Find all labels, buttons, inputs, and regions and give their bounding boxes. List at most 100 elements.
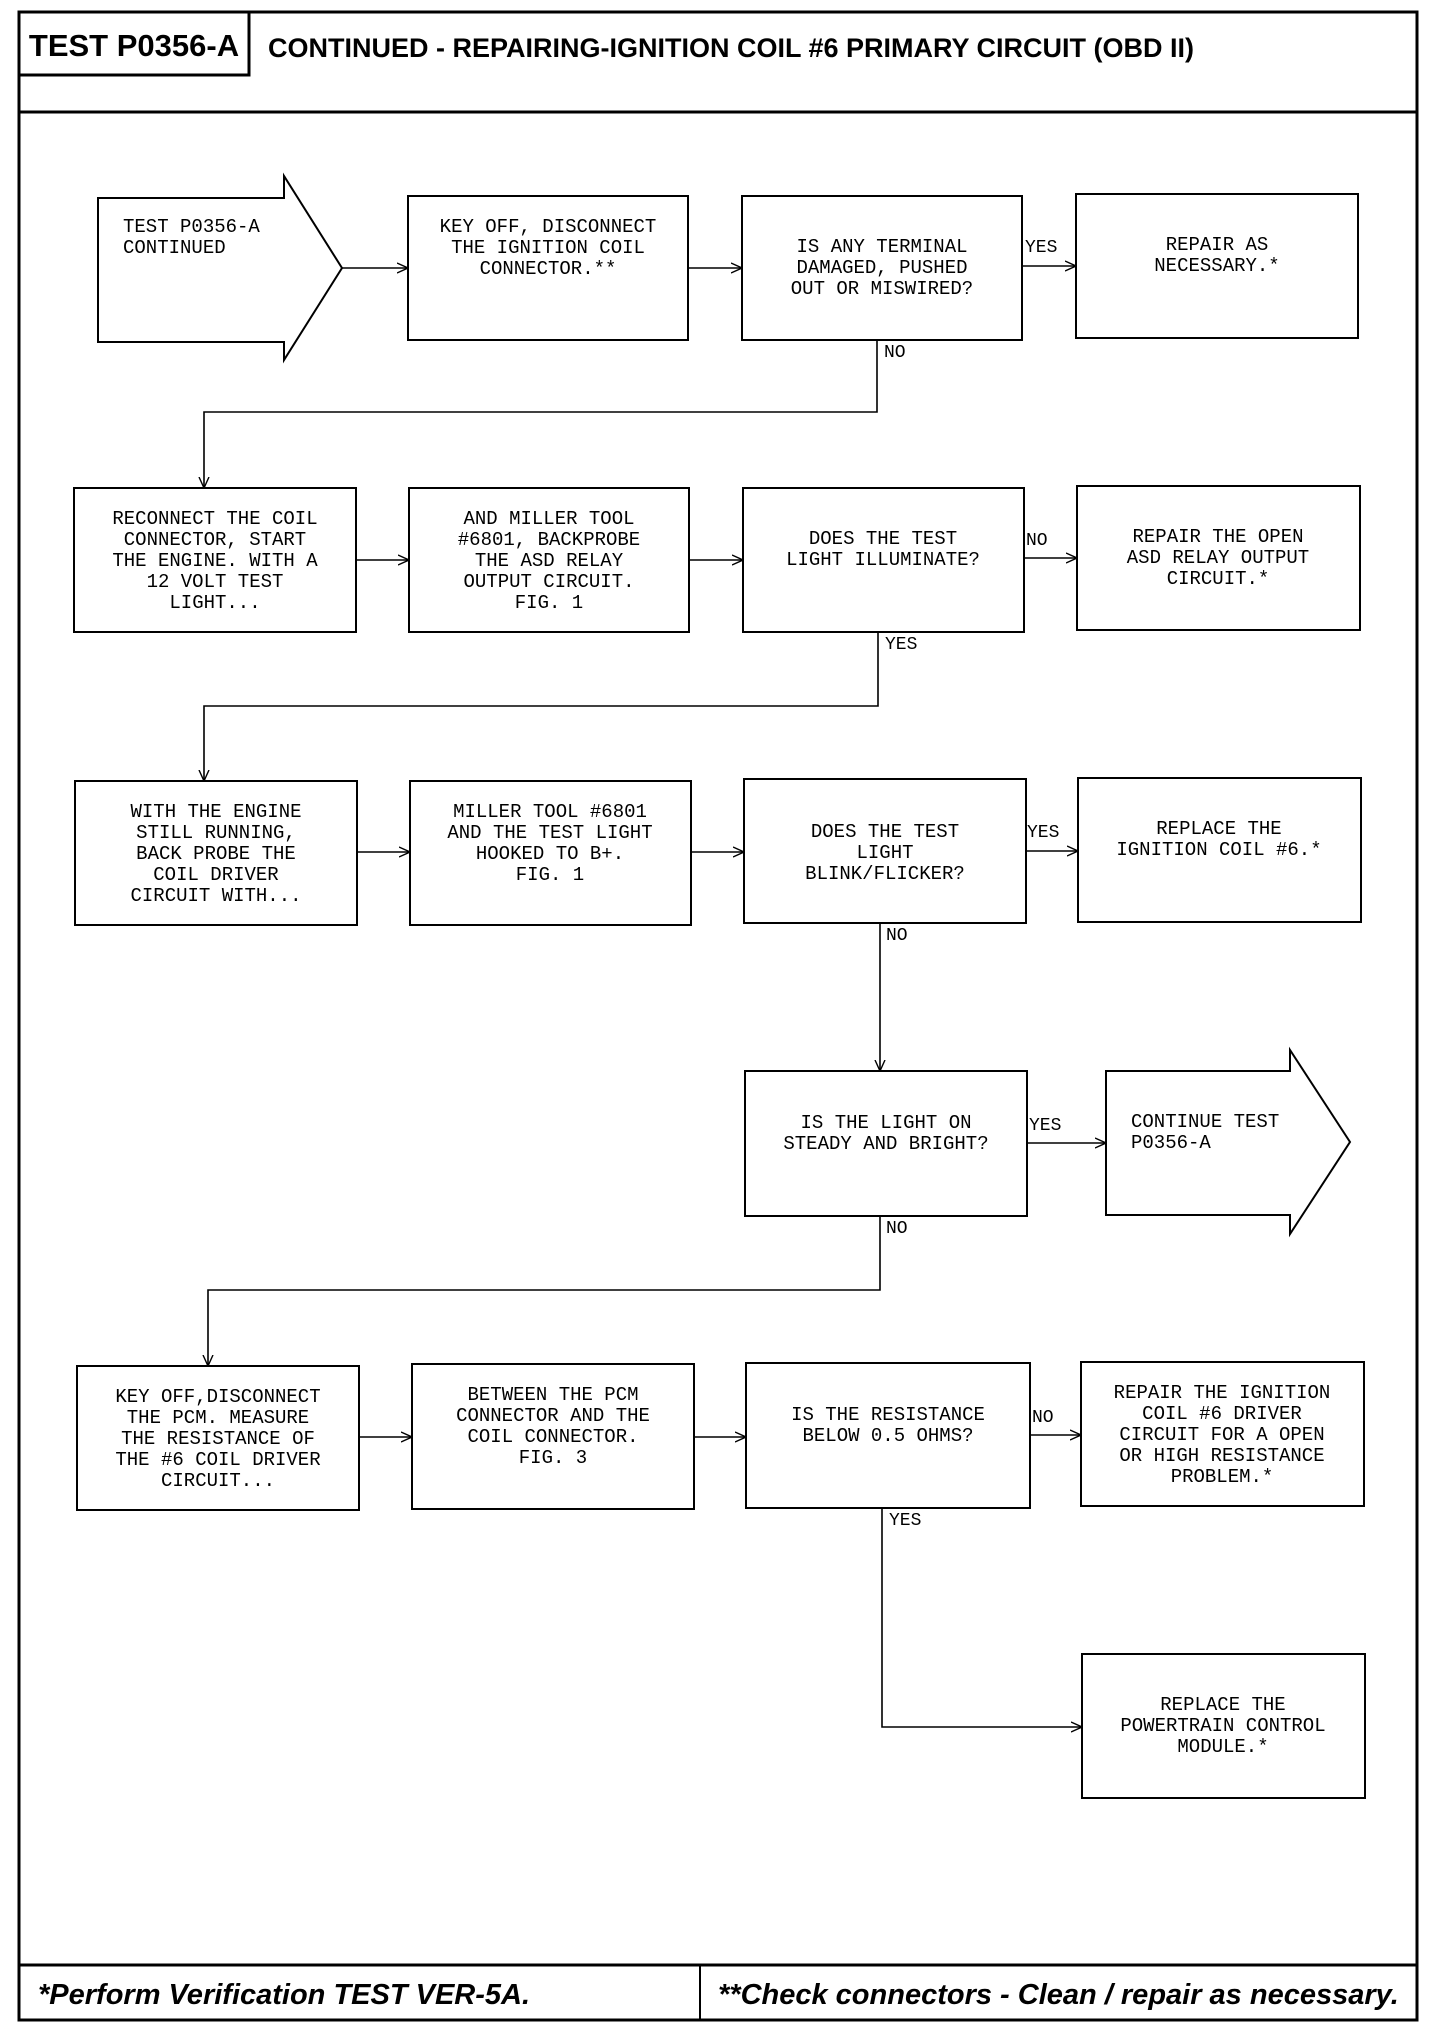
box-text-line: HOOKED TO B+. (476, 843, 624, 865)
box-text-line: OUTPUT CIRCUIT. (463, 571, 634, 593)
box-text-line: IS ANY TERMINAL (796, 236, 967, 258)
box-text-line: DAMAGED, PUSHED (796, 257, 967, 279)
box-text-line: DOES THE TEST (809, 528, 957, 550)
box-text-line: THE PCM. MEASURE (127, 1407, 309, 1429)
test-id-box (17, 10, 251, 77)
box-text-line: THE ASD RELAY (475, 550, 624, 572)
box-text-line: STILL RUNNING, (136, 822, 296, 844)
box-text-line: THE RESISTANCE OF (121, 1428, 315, 1450)
box-text-line: OUT OR MISWIRED? (791, 278, 973, 300)
engine-running-backprobe-box (74, 780, 358, 926)
continue-test-arrow-shape (1105, 1046, 1352, 1238)
miller-tool-b-plus-box (409, 780, 692, 926)
edge-steady-no (208, 1216, 881, 1366)
box-text-line: IS THE LIGHT ON (800, 1112, 971, 1134)
box-text-line: AND THE TEST LIGHT (447, 822, 652, 844)
box-text-line: THE IGNITION COIL (451, 237, 645, 259)
box-text-line: BETWEEN THE PCM (467, 1384, 638, 1406)
edge-label-terminal-no: NO (884, 343, 906, 363)
box-text-line: LIGHT (856, 842, 913, 864)
box-text-line: P0356-A (1131, 1132, 1211, 1154)
box-text-line: MODULE.* (1177, 1736, 1268, 1758)
edge-label-blink-yes: YES (1027, 823, 1059, 843)
box-text-line: IS THE RESISTANCE (791, 1404, 985, 1426)
box-text-line: KEY OFF,DISCONNECT (115, 1386, 320, 1408)
replace-pcm-box (1081, 1653, 1366, 1799)
box-text-line: REPAIR THE OPEN (1132, 526, 1303, 548)
box-text-line: COIL CONNECTOR. (467, 1426, 638, 1448)
terminal-damaged-box (741, 195, 1023, 341)
box-text-line: REPAIR AS (1166, 234, 1269, 256)
resistance-below-box (745, 1362, 1031, 1509)
box-text-line: TEST P0356-A (123, 216, 260, 238)
edge-label-resistance-no: NO (1032, 1408, 1054, 1428)
start-arrow-shape (97, 172, 344, 364)
box-text-line: THE #6 COIL DRIVER (115, 1449, 320, 1471)
edge-label-blink-no: NO (886, 926, 908, 946)
box-text-line: POWERTRAIN CONTROL (1120, 1715, 1325, 1737)
reconnect-coil-box (73, 487, 357, 633)
edge-terminal-no (204, 340, 878, 488)
box-text-line: ASD RELAY OUTPUT (1127, 547, 1309, 569)
box-text-line: REPLACE THE (1156, 818, 1281, 840)
box-text-line: LIGHT ILLUMINATE? (786, 549, 980, 571)
box-text-line: RECONNECT THE COIL (112, 508, 317, 530)
box-text-line: 12 VOLT TEST (147, 571, 284, 593)
edge-illuminate-yes (204, 632, 879, 781)
box-text-line: PROBLEM.* (1171, 1466, 1274, 1488)
box-text-line: MILLER TOOL #6801 (453, 801, 647, 823)
box-text-line: WITH THE ENGINE (130, 801, 301, 823)
edge-label-resistance-yes: YES (889, 1511, 921, 1531)
box-text-line: REPAIR THE IGNITION (1114, 1382, 1331, 1404)
box-text-line: CIRCUIT FOR A OPEN (1119, 1424, 1324, 1446)
box-text-line: STEADY AND BRIGHT? (783, 1133, 988, 1155)
repair-driver-circuit-box (1080, 1361, 1365, 1507)
edge-resistance-yes (881, 1508, 1082, 1727)
test-id: TEST P0356-A (29, 28, 239, 63)
box-text-line: #6801, BACKPROBE (458, 529, 640, 551)
box-text-line: AND MILLER TOOL (463, 508, 634, 530)
box-text-line: CONNECTOR AND THE (456, 1405, 650, 1427)
box-text-line: IGNITION COIL #6.* (1116, 839, 1321, 861)
box-text-line: CONTINUE TEST (1131, 1111, 1279, 1133)
box-text-line: BACK PROBE THE (136, 843, 296, 865)
box-text-line: THE ENGINE. WITH A (112, 550, 318, 572)
footer-note-left: *Perform Verification TEST VER-5A. (38, 1979, 530, 2011)
key-off-disconnect-coil-box (407, 195, 689, 341)
box-text-line: LIGHT... (169, 592, 260, 614)
box-text-line: BLINK/FLICKER? (805, 863, 965, 885)
box-text-line: KEY OFF, DISCONNECT (440, 216, 657, 238)
box-text-line: CONNECTOR, START (124, 529, 306, 551)
box-text-line: FIG. 1 (515, 592, 583, 614)
page-frame (17, 10, 1419, 2022)
edge-label-illuminate-no: NO (1026, 531, 1048, 551)
box-text-line: COIL DRIVER (153, 864, 278, 886)
repair-open-asd-box (1076, 485, 1361, 631)
page-title: CONTINUED - REPAIRING-IGNITION COIL #6 P… (268, 33, 1194, 63)
box-text-line: CONTINUED (123, 237, 226, 259)
backprobe-asd-box (408, 487, 690, 633)
box-text-line: CIRCUIT... (161, 1470, 275, 1492)
box-text-line: FIG. 1 (516, 864, 584, 886)
box-text-line: NECESSARY.* (1154, 255, 1279, 277)
box-text-line: REPLACE THE (1160, 1694, 1285, 1716)
edge-label-terminal-yes: YES (1025, 238, 1057, 258)
box-text-line: FIG. 3 (519, 1447, 587, 1469)
edge-label-steady-yes: YES (1029, 1116, 1061, 1136)
